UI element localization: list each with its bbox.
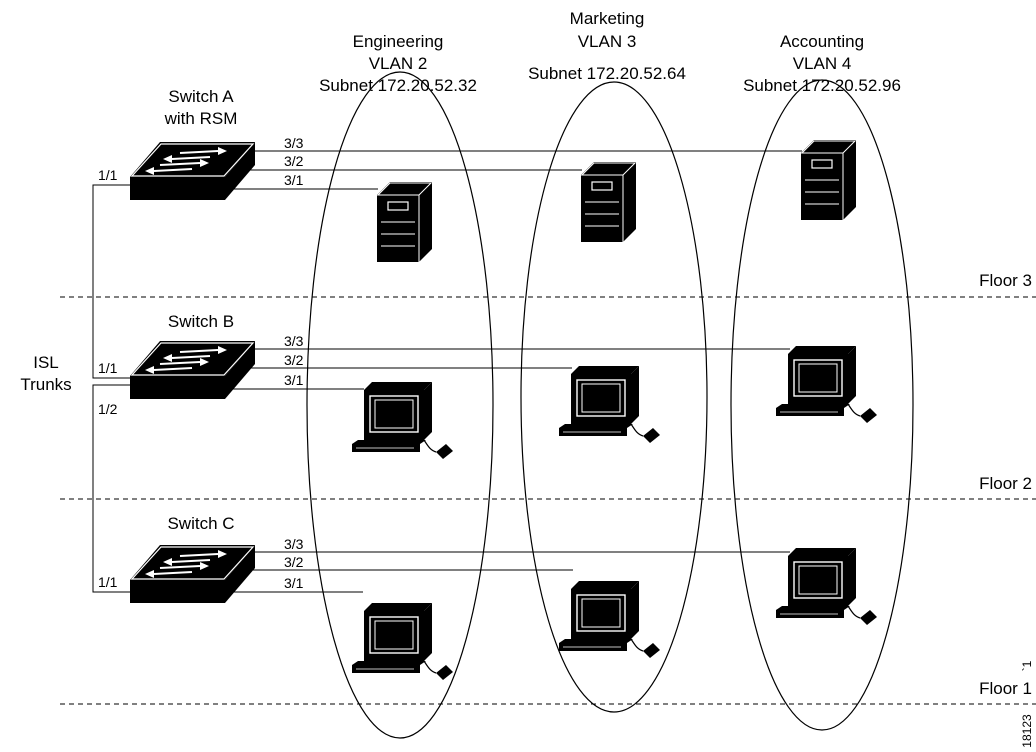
- switch-c-label: Switch C: [167, 514, 234, 533]
- switch-a-port-3-1: 3/1: [284, 172, 304, 188]
- switch-c-port-3-2: 3/2: [284, 554, 304, 570]
- workstation-engineering-floor1-icon: [351, 602, 454, 681]
- vlan-marketing-id: VLAN 3: [578, 32, 637, 51]
- workstation-marketing-floor1-icon: [558, 580, 661, 659]
- isl-trunks-label: Trunks: [20, 375, 71, 394]
- isl-label: ISL: [33, 353, 59, 372]
- isl-trunk-a-b: [92, 184, 130, 379]
- vlan-ellipse-engineering: [306, 71, 494, 739]
- vlan-accounting-name: Accounting: [780, 32, 864, 51]
- vlan-ellipse-accounting: [730, 79, 914, 731]
- vlan-engineering-subnet: Subnet 172.20.52.32: [319, 76, 477, 95]
- floor1-label: Floor 1: [979, 679, 1032, 698]
- vlan-marketing-name: Marketing: [570, 9, 645, 28]
- workstation-accounting-floor1-icon: [775, 547, 878, 626]
- figure-id: 18123: [1020, 714, 1034, 748]
- switch-b-label: Switch B: [168, 312, 234, 331]
- workstation-accounting-floor2-icon: [775, 345, 878, 424]
- workstation-engineering-floor2-icon: [351, 381, 454, 460]
- switch-a-icon: [129, 141, 256, 201]
- vlan-accounting-id: VLAN 4: [793, 54, 852, 73]
- workstation-marketing-floor2-icon: [558, 365, 661, 444]
- server-marketing-icon: [580, 161, 637, 243]
- figure-id-suffix: `1: [1020, 660, 1034, 671]
- switch-a-port-3-2: 3/2: [284, 153, 304, 169]
- server-accounting-icon: [800, 139, 857, 221]
- switch-b-port-3-1: 3/1: [284, 372, 304, 388]
- switch-a-port-3-3: 3/3: [284, 135, 304, 151]
- switch-a-label: Switch A: [168, 87, 234, 106]
- vlan-engineering-id: VLAN 2: [369, 54, 428, 73]
- vlan-ellipse-marketing: [520, 81, 708, 713]
- floor2-label: Floor 2: [979, 474, 1032, 493]
- switch-b-port-1-1: 1/1: [98, 360, 118, 376]
- switch-c-port-3-1: 3/1: [284, 575, 304, 591]
- switch-a-port-1-1: 1/1: [98, 167, 118, 183]
- vlan-marketing-subnet: Subnet 172.20.52.64: [528, 64, 686, 83]
- switch-c-icon: [129, 544, 256, 604]
- isl-trunk-b-c: [92, 384, 130, 593]
- switch-b-port-3-2: 3/2: [284, 352, 304, 368]
- switch-b-icon: [129, 340, 256, 400]
- switch-c-port-1-1: 1/1: [98, 574, 118, 590]
- switch-a-sublabel: with RSM: [164, 109, 238, 128]
- floor3-label: Floor 3: [979, 271, 1032, 290]
- server-engineering-icon: [376, 181, 433, 263]
- vlan-engineering-name: Engineering: [353, 32, 444, 51]
- vlan-accounting-subnet: Subnet 172.20.52.96: [743, 76, 901, 95]
- switch-b-port-3-3: 3/3: [284, 333, 304, 349]
- switch-b-port-1-2: 1/2: [98, 401, 118, 417]
- switch-c-port-3-3: 3/3: [284, 536, 304, 552]
